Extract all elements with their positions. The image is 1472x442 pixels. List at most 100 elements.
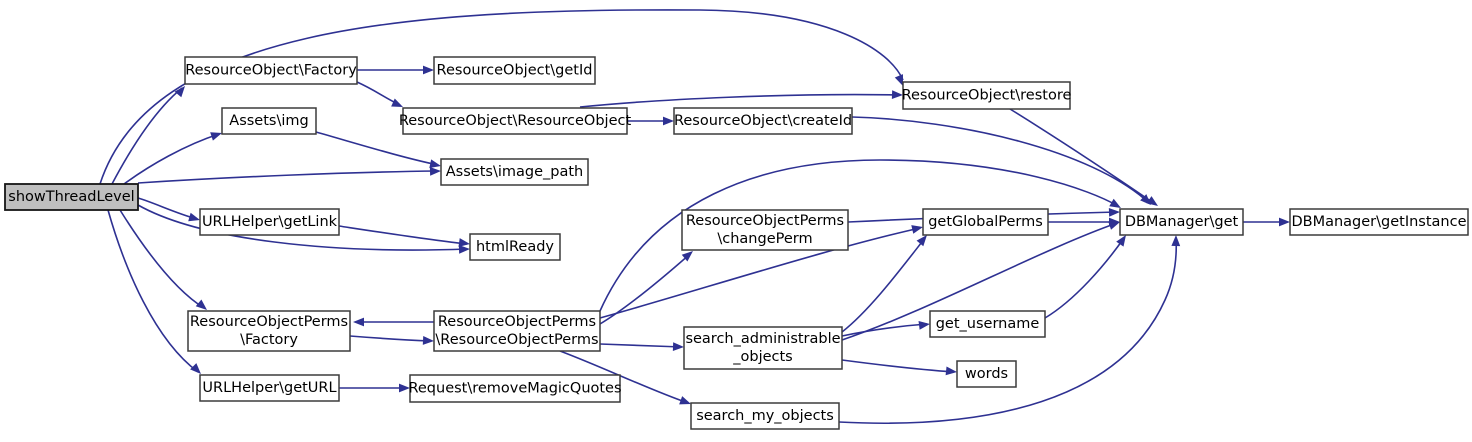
arrowhead-showThreadLevel-to-ResourceObjectPermsFactory <box>195 299 207 310</box>
edge-showThreadLevel-to-htmlReady <box>137 204 468 251</box>
edge-showThreadLevel-to-Assetsimage_path <box>137 170 439 184</box>
node-label-Assetsimage_path: Assets\image_path <box>446 164 583 180</box>
node-Assetsimg[interactable]: Assets\img <box>221 107 317 135</box>
node-get_username[interactable]: get_username <box>929 310 1046 338</box>
node-label-get_username: get_username <box>936 316 1040 332</box>
arrowhead-showThreadLevel-to-Assetsimg <box>210 132 222 141</box>
node-ResourceObjectPermschangePerm[interactable]: ResourceObjectPerms\changePerm <box>681 209 849 251</box>
edge-search_administrable_objects-to-words <box>841 359 955 373</box>
node-words[interactable]: words <box>956 360 1017 388</box>
node-label-URLHelpergetLink: URLHelper\getLink <box>202 214 338 230</box>
arrowhead-ResourceObjectPermsResourceObjectPerms-to-DBManagerget <box>1109 198 1121 208</box>
arrowhead-ResourceObjectResourceObject-to-ResourceObjectrestore <box>891 90 903 100</box>
node-label-ResourceObjectFactory: ResourceObject\Factory <box>185 63 357 79</box>
node-label-URLHelpergetURL: URLHelper\getURL <box>202 380 336 396</box>
node-DBManagerget[interactable]: DBManager\get <box>1119 208 1244 236</box>
arrowhead-URLHelpergetURL-to-RequestremoveMagicQuotes <box>399 383 410 393</box>
node-box-URLHelpergetURL[interactable] <box>199 374 340 402</box>
node-label-ResourceObjectPermschangePerm: ResourceObjectPerms <box>686 213 844 229</box>
node-box-ResourceObjectFactory[interactable] <box>184 56 358 85</box>
node-Assetsimage_path[interactable]: Assets\image_path <box>440 158 589 186</box>
node-getGlobalPerms[interactable]: getGlobalPerms <box>922 208 1049 236</box>
edge-ResourceObjectPermsResourceObjectPerms-to-getGlobalPerms <box>599 227 921 319</box>
node-ResourceObjectcreateId[interactable]: ResourceObject\createId <box>673 107 853 135</box>
node-ResourceObjectPermsFactory[interactable]: ResourceObjectPerms\Factory <box>187 310 351 352</box>
node-box-DBManagergetInstance[interactable] <box>1289 208 1469 236</box>
node-label-showThreadLevel: showThreadLevel <box>8 189 134 205</box>
node-box-DBManagerget[interactable] <box>1119 208 1244 236</box>
edge-ResourceObjectPermsResourceObjectPerms-to-DBManagerget <box>599 159 1119 312</box>
arrowhead-search_administrable_objects-to-getGlobalPerms <box>916 235 927 247</box>
node-box-getGlobalPerms[interactable] <box>922 208 1049 236</box>
edge-showThreadLevel-to-URLHelpergetURL <box>107 209 199 373</box>
arrowhead-ResourceObjectPermsFactory-to-ResourceObjectPermsResourceObjectPerms <box>422 336 434 345</box>
arrowhead-getGlobalPerms-to-DBManagerget <box>1109 217 1120 227</box>
node-box-htmlReady[interactable] <box>469 233 561 261</box>
node-ResourceObjectPermsResourceObjectPerms[interactable]: ResourceObjectPerms\ResourceObjectPerms <box>433 310 601 352</box>
node-ResourceObjectResourceObject[interactable]: ResourceObject\ResourceObject <box>399 107 632 135</box>
edge-ResourceObjectPermsResourceObjectPerms-to-search_my_objects <box>559 350 689 404</box>
arrowhead-ResourceObjectPermsResourceObjectPerms-to-ResourceObjectPermschangePerm <box>681 251 693 262</box>
node-box-ResourceObjectPermschangePerm[interactable] <box>681 209 849 251</box>
edge-showThreadLevel-to-Assetsimg <box>123 133 220 185</box>
node-label-ResourceObjectcreateId: ResourceObject\createId <box>674 113 852 129</box>
node-box-ResourceObjectResourceObject[interactable] <box>402 107 628 135</box>
node-box-RequestremoveMagicQuotes[interactable] <box>409 374 621 403</box>
node-label-RequestremoveMagicQuotes: Request\removeMagicQuotes <box>408 381 621 397</box>
arrowhead-Assetsimg-to-Assetsimage_path <box>429 159 441 169</box>
node-RequestremoveMagicQuotes[interactable]: Request\removeMagicQuotes <box>408 374 622 403</box>
edge-Assetsimg-to-Assetsimage_path <box>315 131 439 166</box>
node-htmlReady[interactable]: htmlReady <box>469 233 561 261</box>
edge-ResourceObjectrestore-to-DBManagerget <box>1009 108 1156 205</box>
node-box-ResourceObjectcreateId[interactable] <box>673 107 853 135</box>
arrowhead-search_my_objects-to-DBManagerget <box>1171 235 1181 247</box>
node-ResourceObjectgetId[interactable]: ResourceObject\getId <box>433 56 596 85</box>
edge-URLHelpergetLink-to-htmlReady <box>338 225 468 245</box>
edge-search_administrable_objects-to-DBManagerget <box>841 222 1118 341</box>
arrowhead-URLHelpergetLink-to-htmlReady <box>458 238 470 247</box>
arrowhead-ResourceObjectPermsResourceObjectPerms-to-ResourceObjectPermsFactory <box>353 317 364 327</box>
edge-ResourceObjectPermsResourceObjectPerms-to-ResourceObjectPermschangePerm <box>599 253 691 325</box>
node-box-Assetsimage_path[interactable] <box>440 158 589 186</box>
edge-ResourceObjectPermsResourceObjectPerms-to-search_administrable_objects <box>599 343 682 348</box>
edge-showThreadLevel-to-ResourceObjectrestore <box>99 9 904 185</box>
node-box-ResourceObjectrestore[interactable] <box>902 81 1071 110</box>
nodes-layer: showThreadLevel ResourceObject\FactoryAss… <box>4 56 1469 430</box>
node-ResourceObjectrestore[interactable]: ResourceObject\restore <box>902 81 1072 110</box>
node-search_administrable_objects[interactable]: search_administrable_objects <box>683 326 843 370</box>
edge-search_administrable_objects-to-get_username <box>841 323 928 337</box>
arrowhead-showThreadLevel-to-ResourceObjectrestore <box>894 74 903 86</box>
node-box-URLHelpergetLink[interactable] <box>199 208 340 236</box>
edges-layer <box>99 9 1290 425</box>
node-label-ResourceObjectrestore: ResourceObject\restore <box>902 88 1072 104</box>
edge-ResourceObjectcreateId-to-DBManagerget <box>851 116 1149 203</box>
arrowhead-showThreadLevel-to-ResourceObjectFactory <box>174 86 185 98</box>
edge-get_username-to-DBManagerget <box>1044 237 1125 319</box>
node-label-ResourceObjectgetId: ResourceObject\getId <box>437 63 593 79</box>
edge-search_my_objects-to-DBManagerget <box>838 237 1178 425</box>
arrowhead-showThreadLevel-to-URLHelpergetLink <box>188 212 200 222</box>
node-box-ResourceObjectPermsFactory[interactable] <box>187 310 351 352</box>
arrowhead-ResourceObjectcreateId-to-DBManagerget <box>1140 194 1151 205</box>
node-box-get_username[interactable] <box>929 310 1046 338</box>
arrowhead-DBManagerget-to-DBManagergetInstance <box>1279 217 1290 227</box>
arrowhead-showThreadLevel-to-Assetsimage_path <box>429 166 441 176</box>
node-DBManagergetInstance[interactable]: DBManager\getInstance <box>1289 208 1469 236</box>
node-box-showThreadLevel[interactable] <box>4 183 139 211</box>
node-showThreadLevel[interactable]: showThreadLevel <box>4 183 139 211</box>
node-label-ResourceObjectPermsResourceObjectPerms: \ResourceObjectPerms <box>435 332 598 348</box>
node-URLHelpergetURL[interactable]: URLHelper\getURL <box>199 374 340 402</box>
arrowhead-ResourceObjectResourceObject-to-ResourceObjectcreateId <box>663 116 674 126</box>
node-ResourceObjectFactory[interactable]: ResourceObject\Factory <box>184 56 358 85</box>
edge-ResourceObjectPermsFactory-to-ResourceObjectPermsResourceObjectPerms <box>349 335 432 342</box>
node-box-Assetsimg[interactable] <box>221 107 317 135</box>
arrowhead-get_username-to-DBManagerget <box>1116 235 1126 247</box>
node-box-search_administrable_objects[interactable] <box>683 326 843 370</box>
node-box-ResourceObjectgetId[interactable] <box>433 56 596 85</box>
node-search_my_objects[interactable]: search_my_objects <box>690 402 840 430</box>
node-box-search_my_objects[interactable] <box>690 402 840 430</box>
node-URLHelpergetLink[interactable]: URLHelper\getLink <box>199 208 340 236</box>
node-box-ResourceObjectPermsResourceObjectPerms[interactable] <box>433 310 601 352</box>
node-box-words[interactable] <box>956 360 1017 388</box>
